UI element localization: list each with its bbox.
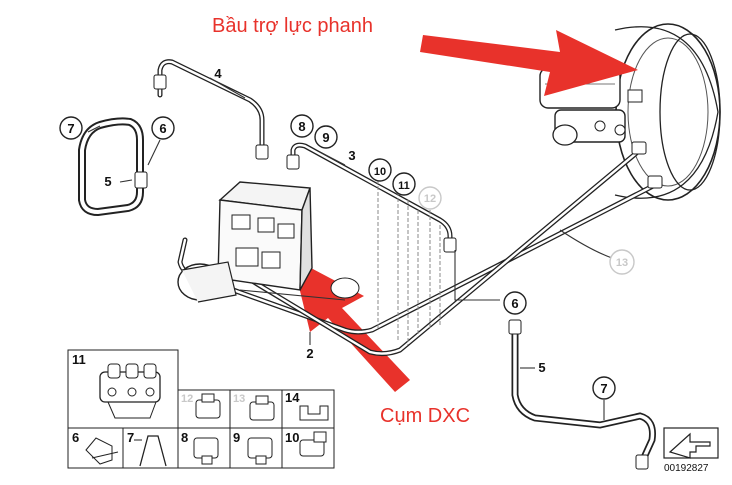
callout-13: 13 bbox=[616, 257, 628, 269]
grid-label-10: 10 bbox=[285, 430, 299, 445]
part-7-clip bbox=[134, 435, 167, 467]
callout-10: 10 bbox=[374, 166, 386, 178]
grid-label-14: 14 bbox=[285, 390, 300, 405]
grid-label-8: 8 bbox=[181, 430, 188, 445]
part-12-clip bbox=[195, 393, 221, 419]
callout-7-left: 7 bbox=[67, 121, 74, 136]
part-10-clip bbox=[299, 431, 327, 457]
grid-label-13: 13 bbox=[233, 393, 245, 405]
callout-12: 12 bbox=[424, 193, 436, 205]
callout-2: 2 bbox=[306, 346, 313, 361]
callouts: 7 6 5 4 8 9 3 10 11 12 13 2 6 5 7 bbox=[59, 66, 635, 400]
parts-grid: 11 12 13 14 6 7 8 9 10 bbox=[67, 349, 335, 469]
callout-5-left: 5 bbox=[104, 174, 111, 189]
document-number: 00192827 bbox=[664, 463, 709, 474]
grid-label-12: 12 bbox=[181, 393, 193, 405]
part-6-bracket bbox=[85, 437, 119, 465]
part-14-clip bbox=[299, 405, 329, 421]
callout-3: 3 bbox=[348, 148, 355, 163]
right-brake-hose bbox=[508, 319, 656, 470]
callout-9: 9 bbox=[322, 130, 329, 145]
callout-4: 4 bbox=[214, 66, 222, 81]
brake-lines bbox=[153, 59, 663, 357]
dxc-unit-drawing bbox=[177, 181, 360, 303]
dxc-label: Cụm DXC bbox=[380, 405, 470, 427]
part-9-clip bbox=[247, 437, 273, 465]
part-13-clip bbox=[249, 395, 275, 421]
left-brake-hose bbox=[78, 117, 161, 217]
grid-label-7: 7 bbox=[127, 430, 134, 445]
callout-6-left: 6 bbox=[159, 121, 166, 136]
grid-label-6: 6 bbox=[72, 430, 79, 445]
orientation-box: 00192827 bbox=[663, 427, 719, 474]
part-11-bracket bbox=[99, 363, 161, 419]
callout-7-right: 7 bbox=[600, 381, 607, 396]
part-8-clip bbox=[193, 437, 219, 465]
leader-lines bbox=[209, 77, 613, 345]
grid-label-11: 11 bbox=[72, 352, 86, 367]
callout-5-right: 5 bbox=[538, 360, 545, 375]
callout-6-right: 6 bbox=[511, 296, 518, 311]
booster-arrow bbox=[420, 30, 638, 96]
callout-11: 11 bbox=[398, 180, 410, 192]
grid-label-9: 9 bbox=[233, 430, 240, 445]
callout-8: 8 bbox=[298, 119, 305, 134]
dxc-arrow bbox=[292, 258, 410, 392]
direction-arrow-icon bbox=[668, 432, 711, 459]
booster-label: Bầu trợ lực phanh bbox=[212, 15, 373, 37]
